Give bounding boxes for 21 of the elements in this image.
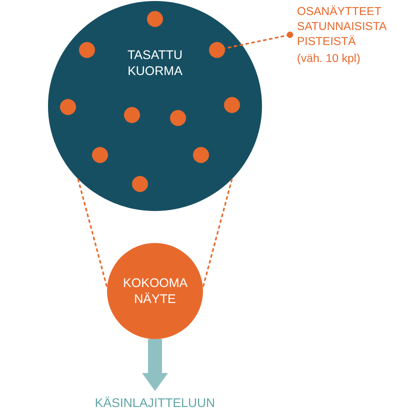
sample-circle: [107, 243, 203, 339]
dotted-line: [77, 178, 108, 288]
sample-dot: [79, 42, 95, 58]
leader-line: [224, 32, 294, 50]
node-label: KOKOOMA NÄYTE: [123, 274, 187, 308]
destination-label: KÄSINLAJITTELUUN: [94, 391, 216, 415]
sample-dot: [224, 97, 240, 113]
sample-dot: [124, 107, 140, 123]
dotted-line: [202, 178, 233, 288]
callout-note: (väh. 10 kpl): [297, 52, 362, 67]
load-circle: [48, 1, 262, 211]
sample-dot: [209, 42, 225, 58]
sample-dot: [132, 176, 148, 192]
sample-dot: [170, 110, 186, 126]
sample-dot: [147, 11, 163, 27]
sample-dot: [193, 147, 209, 163]
arrow: [142, 339, 168, 391]
sample-dot: [92, 147, 108, 163]
node-label: TASATTU KUORMA: [127, 46, 183, 80]
callout-text: OSANÄYTTEET SATUNNAISISTA PISTEISTÄ: [297, 5, 386, 50]
sample-dot: [60, 99, 76, 115]
